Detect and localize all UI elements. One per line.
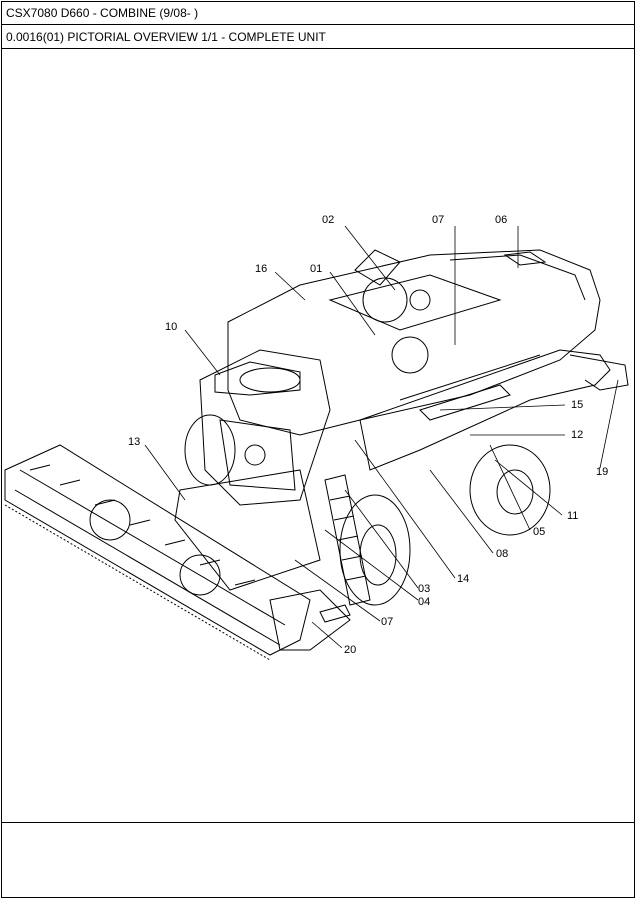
callout-04: 04: [418, 596, 430, 608]
cutter-bar: [4, 504, 271, 661]
leader-01: [329, 271, 376, 336]
engine-compartment: [328, 274, 502, 331]
steering-wheel: [244, 444, 266, 466]
footer-divider: [1, 822, 635, 823]
leader-04: [324, 529, 419, 601]
combine-line-art: [4, 249, 629, 661]
leader-08: [429, 469, 494, 554]
engine-fan: [362, 277, 408, 323]
drive-pulley: [391, 336, 429, 374]
leader-10: [184, 329, 221, 376]
callout-13: 13: [128, 436, 140, 448]
callout-10: 10: [165, 321, 177, 333]
leader-14: [354, 439, 456, 579]
grain-tank-hatch: [503, 251, 547, 266]
callout-03: 03: [418, 583, 430, 595]
leader-11: [494, 459, 563, 516]
leader-02: [344, 225, 396, 291]
leader-19: [599, 379, 619, 469]
grain-tank-edge: [449, 254, 586, 301]
decal-panel: [419, 384, 511, 421]
feeder-house: [174, 469, 321, 591]
leader-07b: [294, 559, 381, 622]
leader-03: [344, 489, 419, 589]
callout-15: 15: [571, 399, 583, 411]
callout-02: 02: [322, 214, 334, 226]
side-panel: [359, 349, 611, 471]
page-subtitle: 0.0016(01) PICTORIAL OVERVIEW 1/1 - COMP…: [1, 25, 635, 49]
callout-11: 11: [567, 510, 578, 522]
side-panel-line: [399, 354, 541, 401]
callout-20: 20: [344, 644, 356, 656]
header-beam-top: [19, 469, 286, 626]
header-end-shield: [269, 589, 351, 651]
header-decal: [319, 604, 351, 623]
leader-20: [311, 621, 343, 649]
callout-08: 08: [496, 548, 508, 560]
reel-spider-2: [179, 554, 221, 596]
engine-pulley: [409, 289, 431, 311]
header-frame: [4, 444, 311, 656]
cab-roof-dome: [239, 367, 301, 393]
callout-07-bottom: 07: [381, 616, 393, 628]
leader-16: [274, 271, 306, 301]
header-beam-bottom: [14, 489, 281, 646]
cab-roof: [214, 361, 301, 396]
ladder-rungs: [329, 495, 367, 581]
reel-spider-1: [89, 499, 131, 541]
leader-15: [439, 404, 566, 411]
callout-12: 12: [571, 429, 583, 441]
leader-05: [489, 444, 531, 531]
ladder: [324, 474, 371, 606]
cab-outline: [199, 349, 331, 506]
reel-bats: [29, 464, 256, 586]
callout-19: 19: [596, 466, 608, 478]
air-intake: [354, 249, 401, 286]
callout-06: 06: [495, 214, 507, 226]
callout-14: 14: [457, 573, 469, 585]
callout-16: 16: [255, 263, 267, 275]
cab-glass: [219, 419, 296, 491]
page-title: CSX7080 D660 - COMBINE (9/08- ): [1, 1, 635, 25]
rear-wheel-rim: [496, 469, 534, 515]
front-right-rim: [359, 524, 397, 586]
front-right-wheel: [339, 494, 411, 606]
callout-07-top: 07: [432, 214, 444, 226]
leader-13: [144, 444, 186, 501]
leader-lines: [144, 225, 619, 649]
callout-05: 05: [533, 526, 545, 538]
rear-hood: [569, 354, 629, 391]
rear-wheel: [469, 444, 551, 536]
callout-labels: 02 07 06 16 01 10 15 12 13 19 11 05 08 1…: [128, 214, 608, 656]
callout-01: 01: [310, 263, 322, 275]
body-outline: [227, 249, 601, 436]
